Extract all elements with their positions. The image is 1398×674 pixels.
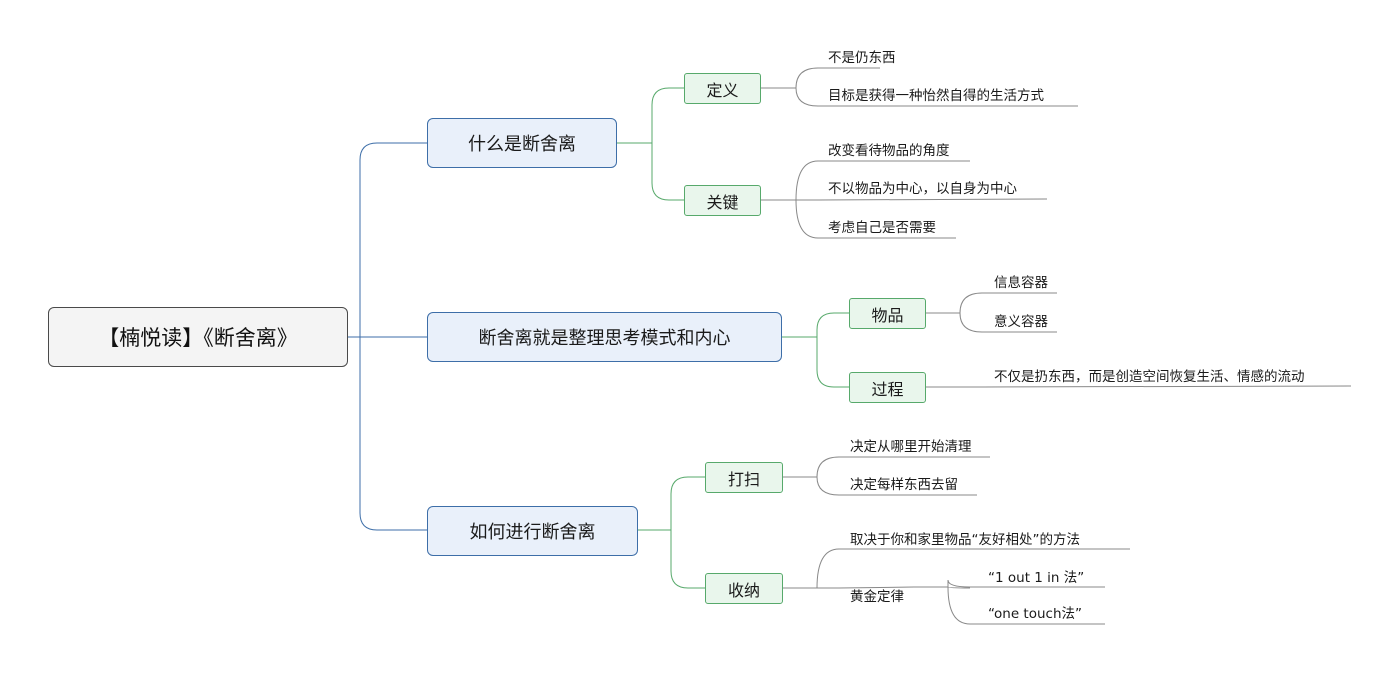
root-label: 【楠悦读】《断舍离》	[98, 326, 298, 350]
branch-label: 什么是断舍离	[468, 134, 576, 155]
leaf-item[interactable]: 不仅是扔东西，而是创造空间恢复生活、情感的流动	[994, 369, 1305, 385]
leaf-item[interactable]: 决定每样东西去留	[850, 477, 958, 493]
leaf-subitem[interactable]: “one touch法”	[988, 606, 1083, 622]
connector-b3-s2	[638, 529, 705, 589]
leaf-item[interactable]: 考虑自己是否需要	[828, 220, 936, 236]
connector-b1-s1	[617, 87, 684, 144]
leaf-item[interactable]: 不以物品为中心，以自身为中心	[828, 181, 1017, 197]
connector-root-b3	[347, 336, 427, 531]
leaf-item[interactable]: 取决于你和家里物品“友好相处”的方法	[850, 532, 1080, 548]
branch-thinking-mode[interactable]: 断舍离就是整理思考模式和内心	[427, 312, 782, 362]
subnode-guocheng[interactable]: 过程	[849, 372, 926, 403]
connector-root-b1	[347, 142, 427, 338]
connector-dingyi-leaf1	[761, 67, 880, 89]
leaf-item[interactable]: 目标是获得一种怡然自得的生活方式	[828, 88, 1044, 104]
branch-label: 如何进行断舍离	[469, 522, 596, 543]
connector-wupin-leaf1	[926, 292, 1057, 314]
subnode-label: 关键	[706, 192, 739, 212]
subnode-label: 定义	[706, 80, 739, 100]
subnode-label: 收纳	[727, 580, 760, 600]
branch-what-is[interactable]: 什么是断舍离	[427, 118, 617, 168]
leaf-item[interactable]: 黄金定律	[850, 589, 904, 605]
leaf-item[interactable]: 决定从哪里开始清理	[850, 439, 972, 455]
connector-dasao-leaf1	[783, 456, 990, 478]
leaf-item[interactable]: 不是仍东西	[828, 50, 896, 66]
subnode-label: 物品	[871, 305, 904, 325]
leaf-item[interactable]: 信息容器	[994, 275, 1048, 291]
subnode-wupin[interactable]: 物品	[849, 298, 926, 329]
connector-wupin-leaf2	[926, 312, 1057, 333]
subnode-label: 打扫	[727, 469, 760, 489]
root-node[interactable]: 【楠悦读】《断舍离》	[48, 307, 348, 367]
subnode-guanjian[interactable]: 关键	[684, 185, 761, 216]
connector-b2-s2	[782, 336, 849, 388]
leaf-subitem[interactable]: “1 out 1 in 法”	[988, 570, 1085, 586]
subnode-label: 过程	[871, 379, 904, 399]
connector-huangjin-sub2	[947, 586, 1105, 625]
branch-how-to[interactable]: 如何进行断舍离	[427, 506, 638, 556]
leaf-item[interactable]: 意义容器	[994, 314, 1048, 330]
branch-label: 断舍离就是整理思考模式和内心	[478, 328, 731, 349]
leaf-item[interactable]: 改变看待物品的角度	[828, 143, 950, 159]
connector-guocheng-leaf1	[926, 385, 1352, 388]
subnode-shouna[interactable]: 收纳	[705, 573, 783, 604]
connector-b3-s1	[638, 476, 705, 531]
subnode-dasao[interactable]: 打扫	[705, 462, 783, 493]
connector-guanjian-leaf3	[761, 199, 956, 239]
connector-shouna-leaf2	[783, 586, 915, 589]
connector-b1-s2	[617, 142, 684, 201]
connector-dingyi-leaf2	[761, 87, 1078, 107]
subnode-dingyi[interactable]: 定义	[684, 73, 761, 104]
connector-b2-s1	[782, 312, 849, 338]
connector-guanjian-leaf2	[761, 198, 1048, 201]
connector-dasao-leaf2	[783, 476, 977, 496]
